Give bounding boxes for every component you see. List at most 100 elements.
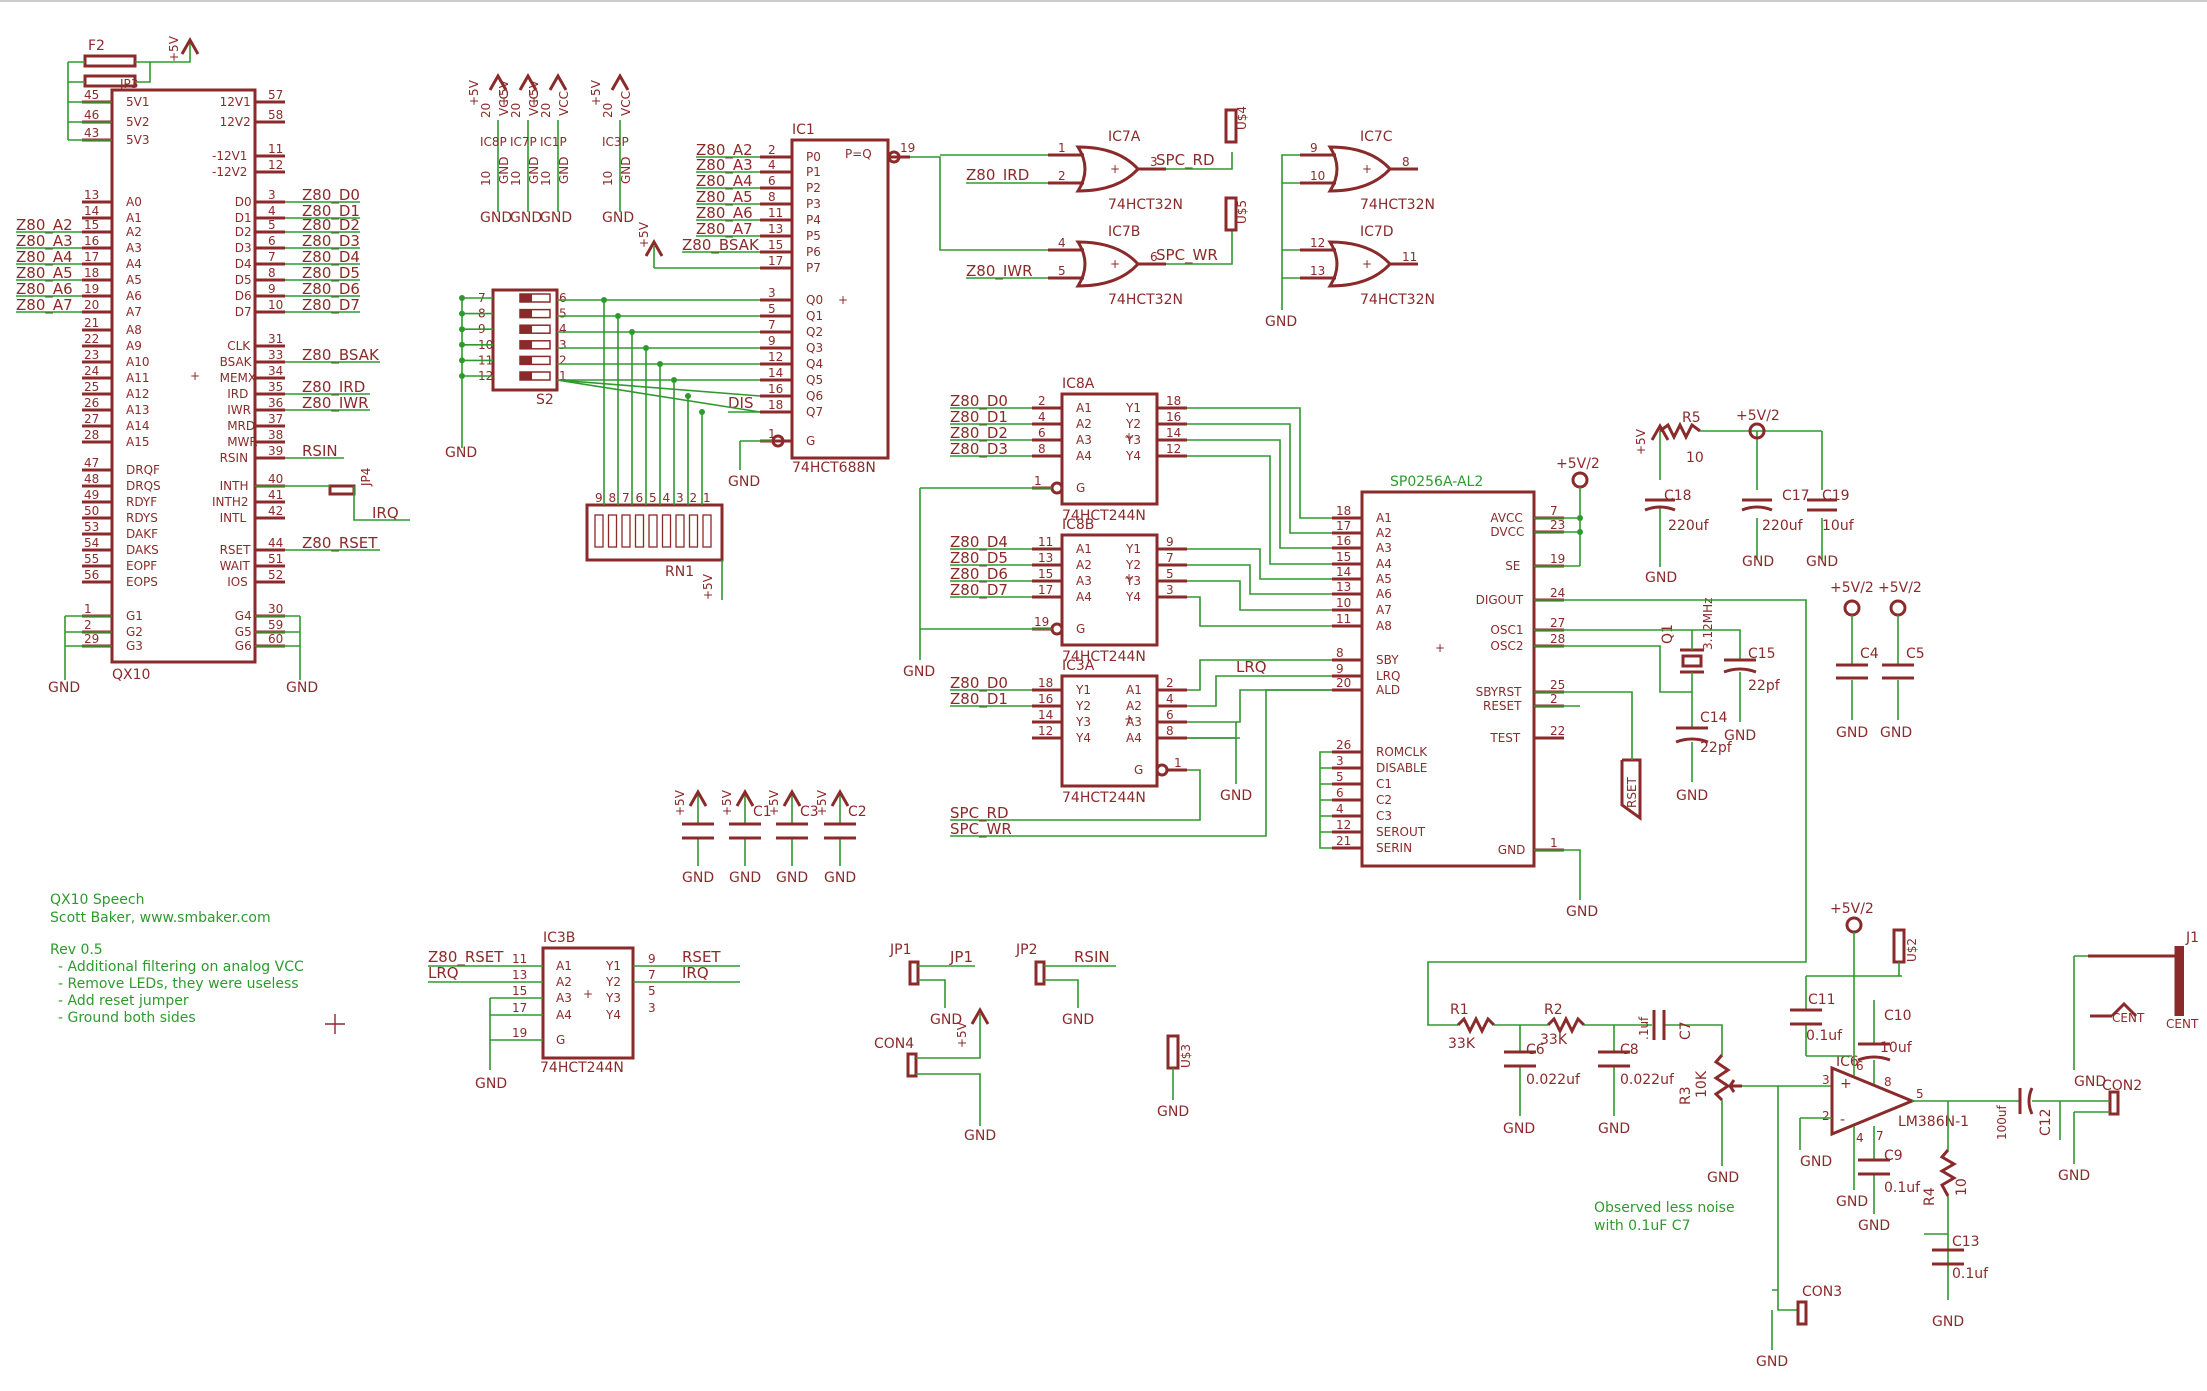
con2-body	[2108, 1090, 2120, 1116]
sp-pin-left-name: A1	[1376, 511, 1392, 525]
qx10-pin-right-num: 9	[268, 282, 276, 296]
r1-zigzag	[1456, 1015, 1496, 1035]
ic1-pin-name: Q1	[806, 309, 823, 323]
sp-pin-left-num: 13	[1336, 580, 1351, 594]
pwr-5v-label: +5V	[589, 79, 603, 106]
c10-value: 10uf	[1880, 1040, 1913, 1056]
ic7-or-gates: +IC7A74HCT32N123+IC7B74HCT32N456+IC7C74H…	[910, 106, 1435, 330]
ic8b-out-name: Y1	[1125, 542, 1141, 556]
ic3a-in-name: Y4	[1075, 731, 1091, 745]
sp-gnd: GND	[1566, 904, 1598, 920]
qx10-addr-net: Z80_A7	[16, 296, 73, 315]
sp-pin-right-name: RESET	[1483, 699, 1522, 713]
sp-pin-left-name: A5	[1376, 572, 1392, 586]
ic8b-out-num: 7	[1166, 551, 1174, 565]
ic8a-in-name: A3	[1076, 433, 1092, 447]
ic1-pin-num: 4	[768, 158, 776, 172]
qx10-data-net: Z80_D7	[302, 296, 360, 315]
ic3a-gnd-wire	[1187, 737, 1237, 784]
rn1-pin-num: 5	[649, 491, 657, 505]
r2-zigzag	[1546, 1015, 1586, 1035]
r3-value: 10K	[1694, 1070, 1710, 1098]
ic6-pin3: 3	[1822, 1073, 1830, 1087]
pwr-gnd-pin-label: GND	[497, 156, 511, 184]
con3-body	[1796, 1300, 1808, 1326]
ic8b-out-name: Y3	[1125, 574, 1141, 588]
ic1-q-wire	[556, 379, 761, 413]
qx10-pin-left-name: A4	[126, 257, 142, 271]
qx10-pin-right-name: MRD	[227, 419, 255, 433]
ic8a-out-num: 12	[1166, 442, 1181, 456]
ic3a-label: IC3A	[1062, 658, 1095, 674]
ic8b-body	[1060, 533, 1159, 647]
ic8a-g-name: G	[1076, 481, 1085, 495]
sp-pin-left-name: C2	[1376, 793, 1392, 807]
qx10-pin-right-num: 42	[268, 504, 283, 518]
c9-plates	[1858, 1158, 1890, 1176]
c4-label: C4	[1860, 646, 1879, 662]
ic7b-out-num: 6	[1150, 250, 1158, 264]
ic7cd-gnd: GND	[1265, 314, 1297, 330]
ic3b-in-name: A4	[556, 1008, 572, 1022]
qx10-pin-left-name: A14	[126, 419, 149, 433]
qx10-pin-right-num: 51	[268, 552, 283, 566]
r5-label: R5	[1682, 410, 1701, 426]
ic1-addr-net: Z80_A3	[696, 156, 753, 175]
ic8a-out-name: Y1	[1125, 401, 1141, 415]
qx10-addr-net: Z80_A2	[16, 216, 73, 235]
ic6-plus: +	[1840, 1076, 1852, 1092]
pwr-pin-label: IC7P	[510, 135, 537, 149]
q-junction	[643, 345, 649, 351]
sp-pin-left-num: 9	[1336, 662, 1344, 676]
c9-label: C9	[1884, 1148, 1903, 1164]
ic1-addr-net: Z80_A5	[696, 188, 753, 207]
c8-label: C8	[1620, 1042, 1639, 1058]
ic3a-data-net: Z80_D0	[950, 674, 1008, 693]
sp-pin-left-num: 20	[1336, 676, 1351, 690]
con4-5v: +5V	[955, 1021, 969, 1048]
ic3b-out-name: Y3	[605, 991, 621, 1005]
s2-pin-right: 2	[559, 353, 567, 367]
qx10-pin-right-num: 3	[268, 188, 276, 202]
sp-pin-right-num: 27	[1550, 616, 1565, 630]
qx10-pin-left-name: EOPF	[126, 559, 157, 573]
ic8b-out-num: 3	[1166, 583, 1174, 597]
ic8b-data-net: Z80_D4	[950, 533, 1008, 552]
ic1-gnd: GND	[728, 474, 760, 490]
ic3b-gnd: GND	[475, 1076, 507, 1092]
crystal-oscillator: Q1 3.12MHz C15 22pf C14 22pf GND GND	[1534, 598, 1781, 804]
bypass-5v-arrow	[782, 788, 802, 807]
qx10-pin-right-name: INTH2	[212, 495, 249, 509]
note-title: QX10 Speech	[50, 892, 144, 908]
sp-pin-right-name: GND	[1498, 843, 1526, 857]
bypass-5v-arrow	[688, 788, 708, 807]
ic8b-g-bubble	[1050, 622, 1064, 636]
qx10-pin-right-name: IOS	[227, 575, 248, 589]
qx10-label: QX10	[112, 667, 150, 683]
qx10-pin-right-name: INTL	[220, 511, 247, 525]
s2-body	[491, 288, 559, 392]
c17-gnd: GND	[1742, 554, 1774, 570]
jp4-body	[328, 484, 356, 496]
c13-gnd: GND	[1932, 1314, 1964, 1330]
ic7c-out-num: 8	[1402, 155, 1410, 169]
bypass-plates	[824, 822, 856, 840]
audio-jack-j1: J1 CENT CENT GND CON2 GND	[2058, 930, 2199, 1184]
ic6-pin5: 5	[1916, 1087, 1924, 1101]
amp-wires	[1799, 975, 2061, 1300]
ic8b-in-name: A3	[1076, 574, 1092, 588]
ic8b-in-name: A1	[1076, 542, 1092, 556]
bypass-gnd: GND	[729, 870, 761, 886]
ic3a-out-num: 2	[1166, 676, 1174, 690]
c15-value: 22pf	[1748, 678, 1781, 694]
ic1-q-wires	[556, 297, 761, 505]
ic7b-label: IC7B	[1108, 224, 1140, 240]
qx10-pin-right-num: 52	[268, 568, 283, 582]
ic3b-out-name: Y2	[605, 975, 621, 989]
qx10-pin-left-name: G2	[126, 625, 143, 639]
ic1-pin-num: 15	[768, 238, 783, 252]
c17-value: 220uf	[1762, 518, 1804, 534]
ic3b-out-num: 5	[648, 984, 656, 998]
c5-vref: +5V/2	[1878, 580, 1922, 596]
